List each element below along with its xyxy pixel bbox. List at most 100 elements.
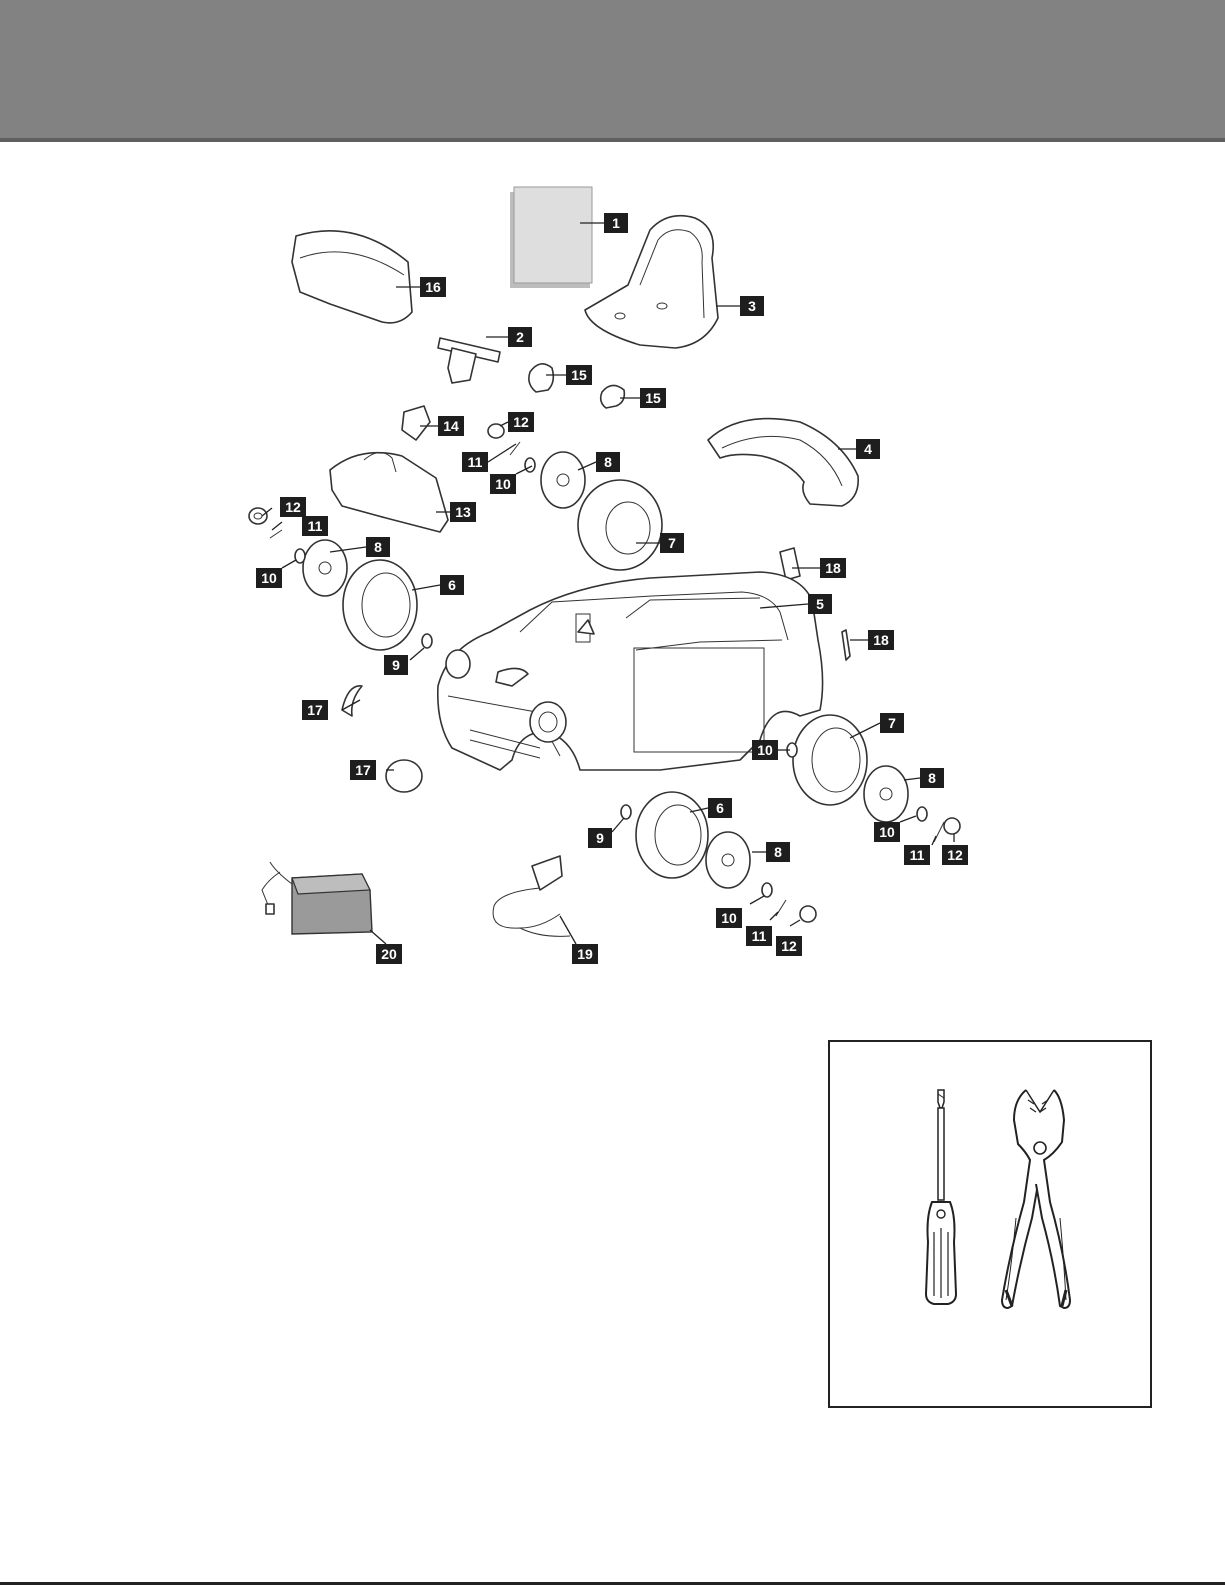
callout-c8d: 8: [766, 842, 790, 862]
tire-front-right: [636, 792, 708, 878]
part-lens: [386, 760, 422, 792]
callout-c10d: 10: [874, 822, 900, 842]
svg-text:6: 6: [716, 800, 724, 816]
svg-text:10: 10: [879, 824, 895, 840]
callout-c12b: 12: [280, 497, 306, 517]
callout-c11c: 11: [904, 845, 930, 865]
svg-text:10: 10: [721, 910, 737, 926]
callout-c2: 2: [508, 327, 532, 347]
tools-box: [828, 1040, 1152, 1408]
part-seat: [585, 216, 718, 348]
svg-text:19: 19: [577, 946, 593, 962]
hub-4: [706, 832, 750, 888]
callout-c20: 20: [376, 944, 402, 964]
part-bracket-b: [842, 630, 850, 660]
svg-text:7: 7: [888, 715, 896, 731]
svg-text:12: 12: [781, 938, 797, 954]
callout-c10b: 10: [256, 568, 282, 588]
svg-text:12: 12: [285, 499, 301, 515]
callout-c12a: 12: [508, 412, 534, 432]
callout-c8b: 8: [366, 537, 390, 557]
callout-c18a: 18: [820, 558, 846, 578]
svg-text:20: 20: [381, 946, 397, 962]
svg-text:10: 10: [261, 570, 277, 586]
svg-text:11: 11: [308, 518, 323, 534]
callout-c9b: 9: [588, 828, 612, 848]
part-steering-wheel: [438, 338, 500, 383]
callout-c12c: 12: [942, 845, 968, 865]
callout-c7b: 7: [880, 713, 904, 733]
svg-text:11: 11: [910, 847, 925, 863]
part-windshield: [292, 231, 412, 323]
callout-c10a: 10: [490, 474, 516, 494]
svg-text:14: 14: [443, 418, 459, 434]
callout-c3: 3: [740, 296, 764, 316]
svg-text:9: 9: [392, 657, 400, 673]
svg-text:10: 10: [495, 476, 511, 492]
callout-c16: 16: [420, 277, 446, 297]
svg-text:5: 5: [816, 596, 824, 612]
callout-c8a: 8: [596, 452, 620, 472]
svg-text:17: 17: [355, 762, 371, 778]
callout-c11d: 11: [746, 926, 772, 946]
svg-text:15: 15: [571, 367, 587, 383]
callout-c13: 13: [450, 502, 476, 522]
callout-c1: 1: [604, 213, 628, 233]
svg-text:6: 6: [448, 577, 456, 593]
callout-c17a: 17: [302, 700, 328, 720]
callout-c15a: 15: [566, 365, 592, 385]
callout-c7a: 7: [660, 533, 684, 553]
svg-text:12: 12: [513, 414, 529, 430]
callout-c18b: 18: [868, 630, 894, 650]
part-knob-b: [601, 385, 625, 408]
callout-c17b: 17: [350, 760, 376, 780]
callout-c4: 4: [856, 439, 880, 459]
svg-text:7: 7: [668, 535, 676, 551]
svg-text:9: 9: [596, 830, 604, 846]
callout-c10c: 10: [752, 740, 778, 760]
callout-c5: 5: [808, 594, 832, 614]
part-dashboard: [330, 453, 448, 532]
svg-text:18: 18: [873, 632, 889, 648]
callout-c9a: 9: [384, 655, 408, 675]
tire-rear-left: [578, 480, 662, 570]
part-14: [402, 406, 430, 440]
callout-c6b: 6: [708, 798, 732, 818]
svg-text:2: 2: [516, 329, 524, 345]
callout-c19: 19: [572, 944, 598, 964]
part-battery: [262, 862, 372, 934]
svg-text:15: 15: [645, 390, 661, 406]
svg-text:18: 18: [825, 560, 841, 576]
svg-text:13: 13: [455, 504, 471, 520]
svg-text:8: 8: [604, 454, 612, 470]
callout-c11a: 11: [462, 452, 488, 472]
part-charger: [493, 856, 570, 936]
svg-text:16: 16: [425, 279, 441, 295]
svg-text:3: 3: [748, 298, 756, 314]
svg-text:8: 8: [374, 539, 382, 555]
svg-text:4: 4: [864, 441, 872, 457]
callout-c14: 14: [438, 416, 464, 436]
callout-c11b: 11: [302, 516, 328, 536]
svg-text:12: 12: [947, 847, 963, 863]
svg-text:10: 10: [757, 742, 773, 758]
callout-c15b: 15: [640, 388, 666, 408]
hub-1: [303, 540, 347, 596]
svg-text:11: 11: [752, 928, 767, 944]
screwdriver-icon: [926, 1090, 956, 1304]
svg-text:8: 8: [774, 844, 782, 860]
tire-rear-right: [793, 715, 867, 805]
part-manual: [510, 187, 592, 288]
callout-c8c: 8: [920, 768, 944, 788]
svg-text:8: 8: [928, 770, 936, 786]
callout-c10e: 10: [716, 908, 742, 928]
part-rear-bumper: [708, 419, 858, 506]
tire-front-left: [343, 560, 417, 650]
svg-text:1: 1: [612, 215, 620, 231]
parts-diagram: 1 16 3 2 15 15 14 12 11 10 8 4 12 11 13 …: [0, 0, 1225, 1000]
part-knob-a: [529, 364, 553, 392]
pliers-icon: [1002, 1090, 1070, 1308]
svg-text:11: 11: [468, 454, 483, 470]
hub-2: [541, 452, 585, 508]
hub-3: [864, 766, 908, 822]
